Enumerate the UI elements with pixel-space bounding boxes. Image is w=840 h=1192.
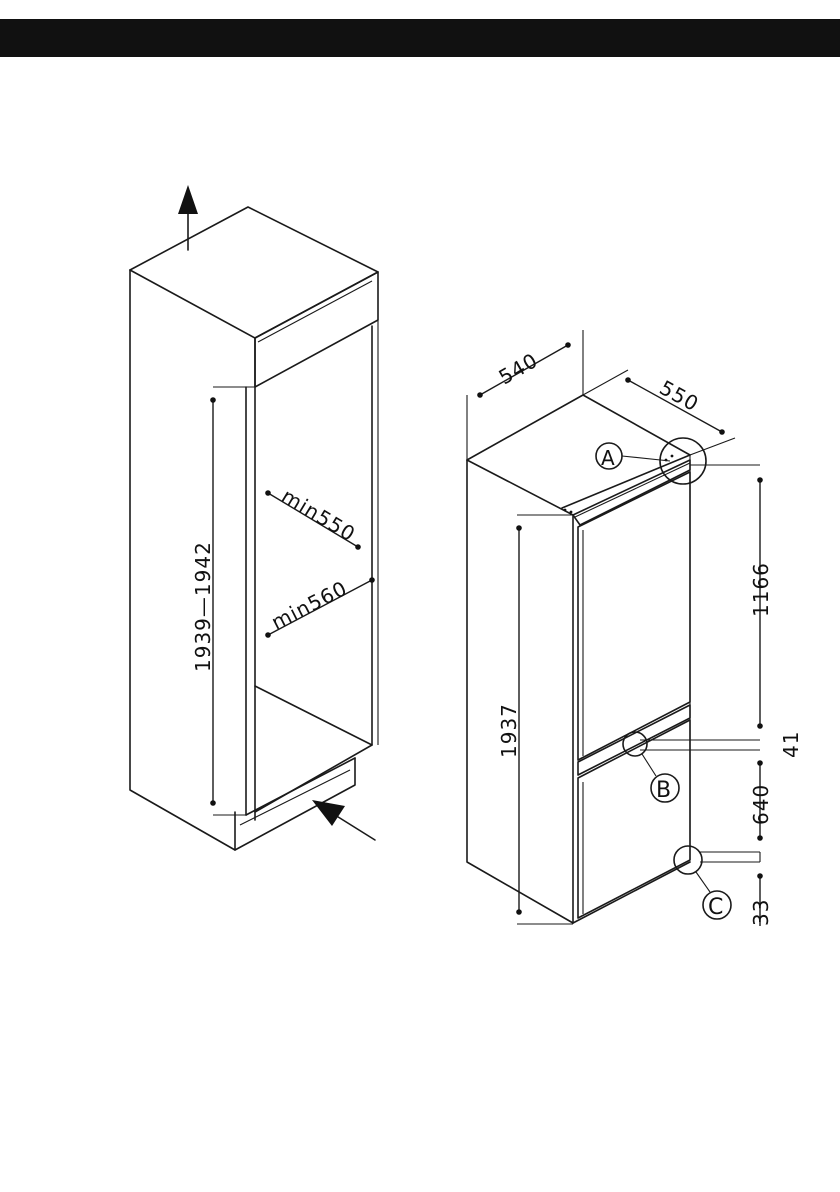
appliance-depth-label: 550 bbox=[656, 375, 704, 416]
callout-b-label: B bbox=[656, 778, 671, 803]
base-label: 33 bbox=[749, 899, 773, 926]
appliance-vertical-dimensions: 1166 41 640 33 bbox=[640, 465, 803, 926]
niche-depth-label: min560 bbox=[267, 576, 351, 635]
air-inlet-arrow-icon bbox=[312, 800, 375, 840]
callout-c: C bbox=[674, 846, 731, 920]
niche-height-label: 1939—1942 bbox=[191, 541, 215, 672]
niche-width-dimension: min550 bbox=[265, 484, 361, 550]
niche-width-label: min550 bbox=[277, 484, 360, 547]
callout-a-label: A bbox=[601, 446, 615, 470]
callout-c-label: C bbox=[708, 895, 723, 920]
niche-height-dimension: 1939—1942 bbox=[191, 397, 216, 806]
appliance-depth-dimension: 550 bbox=[583, 370, 735, 455]
appliance-body bbox=[467, 395, 690, 924]
callout-b: B bbox=[623, 732, 679, 803]
upper-section-label: 1166 bbox=[749, 562, 773, 617]
gap-label: 41 bbox=[779, 731, 803, 758]
air-outlet-arrow-icon bbox=[178, 185, 198, 250]
appliance-width-dimension: 540 bbox=[467, 330, 583, 460]
appliance-height-label: 1937 bbox=[497, 703, 521, 758]
niche-depth-dimension: min560 bbox=[265, 576, 375, 638]
appliance-height-dimension: 1937 bbox=[497, 525, 522, 915]
lower-section-label: 640 bbox=[749, 784, 773, 825]
